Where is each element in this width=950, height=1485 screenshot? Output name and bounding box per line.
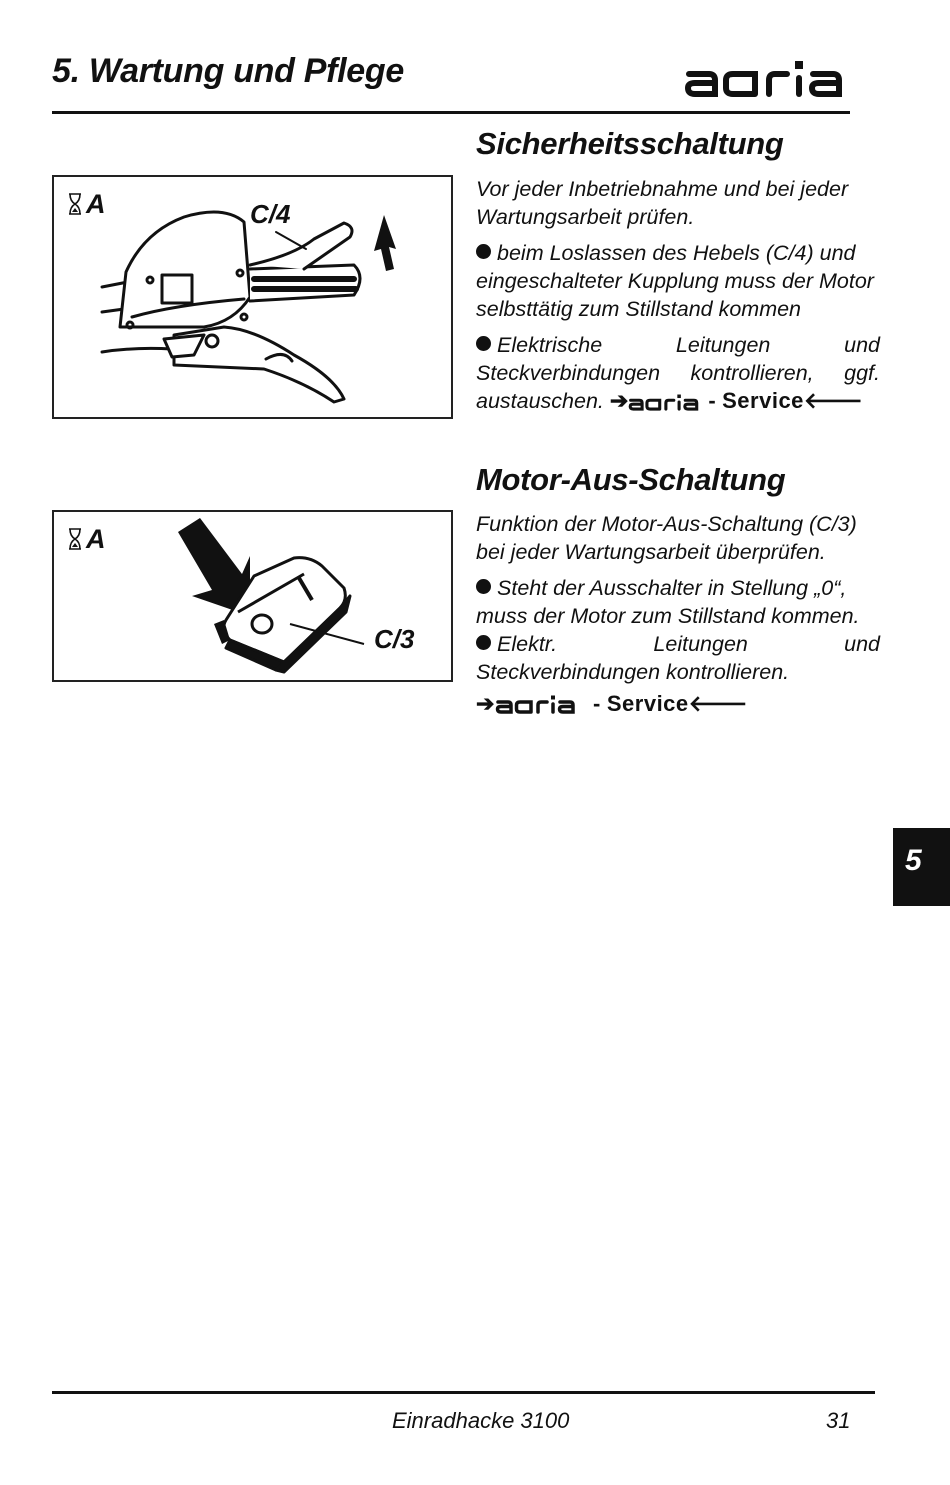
agria-logo-small [628,394,699,411]
paragraph-intro: Funktion der Motor-Aus-Schaltung (C/3) b… [476,512,857,564]
list-item: Steht der Ausschalter in Stellung „0“, m… [476,576,860,628]
arrow-right-icon: ➔ [476,691,495,716]
figure-label: A [68,524,106,555]
page-title: 5. Wartung und Pflege [52,52,404,90]
arrow-right-icon: ➔ [609,388,629,413]
bullet-icon [476,336,491,351]
agria-logo [684,61,842,97]
arrow-left-icon: 🡐 [688,691,748,716]
callout-c3: C/3 [374,624,415,654]
list-item: Elektrische Leitungen und Steckverbindun… [476,333,880,413]
bullet-icon [476,579,491,594]
handlebar-illustration [100,210,396,404]
figure-engine-off-switch: A C/3 [52,510,453,682]
page-number: 31 [826,1408,851,1433]
agria-logo-small [496,695,576,714]
figure-safety-lever: A C/4 [52,175,453,419]
paragraph-intro: Vor jeder Inbetriebnahme und bei jeder W… [476,177,849,229]
list-item: Elektr. Leitungen und Steckverbindungen … [476,632,880,684]
footer-rule [52,1391,875,1394]
header-rule [52,111,850,114]
chapter-tab: 5 [893,828,950,906]
hourglass-icon [69,528,81,550]
hourglass-icon [69,193,81,215]
list-item: beim Loslassen des Hebels (C/4) und eing… [476,241,874,321]
section-title-motor-aus-schaltung: Motor-Aus-Schaltung [476,462,786,497]
figure-label: A [68,189,106,220]
callout-c4: C/4 [250,199,291,229]
arrow-left-icon: 🡐 [803,388,863,413]
service-reference: ➔ - Service🡐 [476,691,748,716]
bullet-icon [476,244,491,259]
service-reference: ➔ - Service🡐 [609,388,863,413]
bullet-icon [476,635,491,650]
switch-illustration [178,518,365,674]
footer-product: Einradhacke 3100 [392,1408,570,1433]
section-title-sicherheitsschaltung: Sicherheitsschaltung [476,126,784,161]
